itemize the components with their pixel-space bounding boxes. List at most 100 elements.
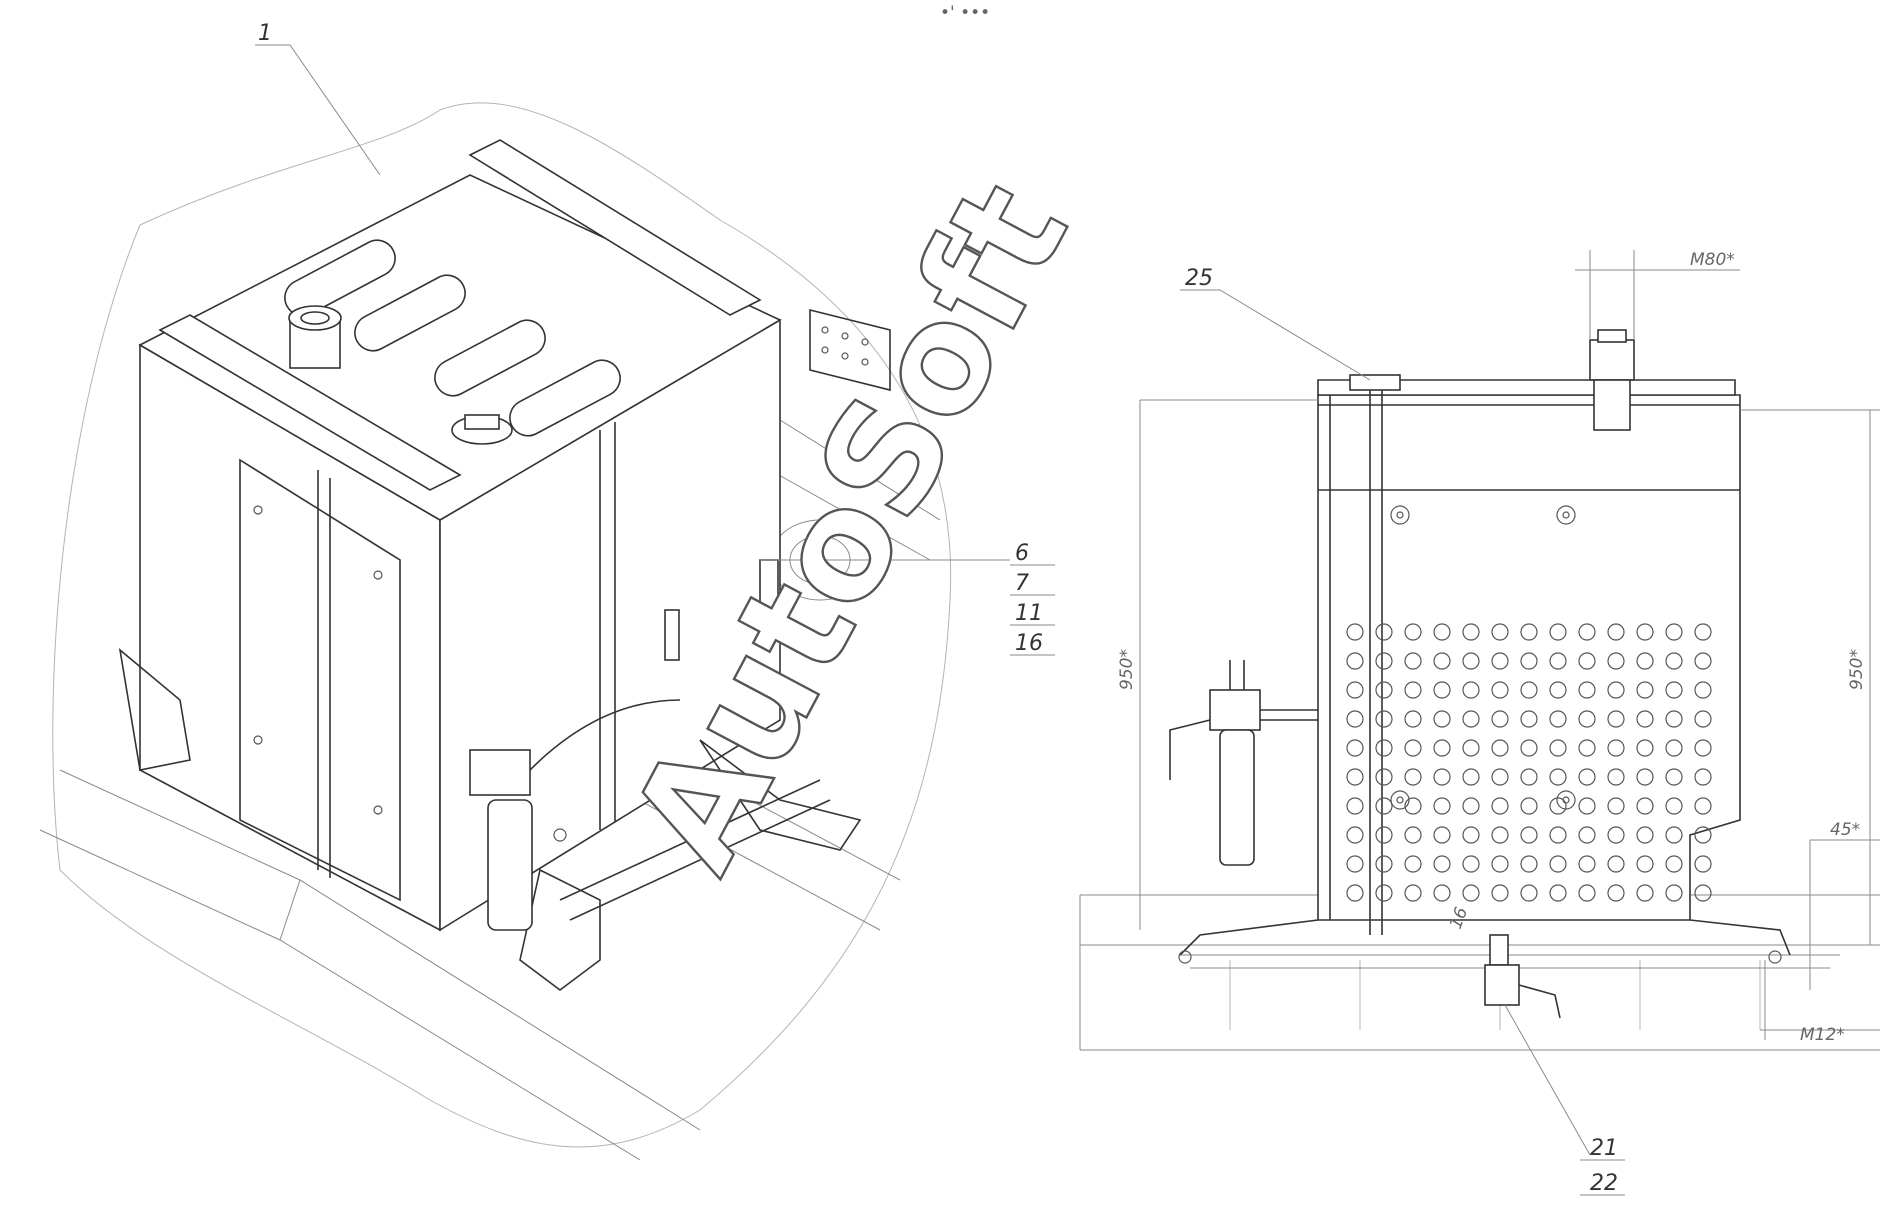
perforation-hole: [1491, 797, 1509, 815]
perforation-hole: [1520, 652, 1538, 670]
perforation-hole: [1578, 710, 1596, 728]
perforation-hole: [1462, 797, 1480, 815]
perforation-hole: [1404, 710, 1422, 728]
callout-21-22: 21 22: [1504, 1004, 1625, 1196]
perforation-hole: [1607, 652, 1625, 670]
callout-6-label: 6: [1015, 541, 1029, 566]
perforation-hole: [1694, 826, 1712, 844]
perforation-hole: [1636, 884, 1654, 902]
dimension-offset: 45*: [1809, 820, 1880, 990]
perforation-hole: [1520, 826, 1538, 844]
perforation-hole: [1549, 710, 1567, 728]
callout-22-label: 22: [1590, 1171, 1618, 1196]
perforation-hole: [1375, 855, 1393, 873]
perforation-hole: [1665, 681, 1683, 699]
perforation-hole: [1433, 681, 1451, 699]
perforation-hole: [1578, 681, 1596, 699]
mounting-plate: [809, 308, 891, 392]
perforation-hole: [1636, 681, 1654, 699]
perforation-hole: [1607, 710, 1625, 728]
perforation-hole: [1520, 797, 1538, 815]
perforation-hole: [1433, 797, 1451, 815]
perforation-hole: [1520, 855, 1538, 873]
perforation-hole: [1665, 623, 1683, 641]
perforation-hole: [1375, 797, 1393, 815]
perforation-hole: [1404, 797, 1422, 815]
perforation-hole: [1578, 739, 1596, 757]
perforation-hole: [1404, 855, 1422, 873]
perforation-hole: [1433, 768, 1451, 786]
perforation-hole: [1462, 826, 1480, 844]
perforation-hole: [1404, 681, 1422, 699]
tank-top: [138, 174, 782, 521]
perforation-hole: [1404, 652, 1422, 670]
perforation-hole: [1462, 710, 1480, 728]
perforation-hole: [1491, 710, 1509, 728]
dim-left-height-label: 950*: [1117, 649, 1137, 690]
bottom-brackets: [118, 648, 862, 991]
callout-1-label: 1: [258, 21, 272, 46]
vent-tube: [317, 470, 331, 878]
perforation-hole: [1549, 623, 1567, 641]
perforation-hole: [1549, 884, 1567, 902]
perforation-hole: [1491, 884, 1509, 902]
perforation-hole: [1665, 710, 1683, 728]
dimension-top-thread: M80*: [1575, 250, 1740, 340]
perforation-hole: [1346, 855, 1364, 873]
callout-stack: 6 7 11 16: [760, 541, 1055, 656]
perforation-hole: [1694, 797, 1712, 815]
perforation-hole: [1665, 797, 1683, 815]
perforation-hole: [1578, 826, 1596, 844]
perforation-hole: [1520, 884, 1538, 902]
perforation-hole: [1346, 681, 1364, 699]
perforation-hole: [1520, 768, 1538, 786]
perforation-hole: [1636, 739, 1654, 757]
perforation-hole: [1433, 739, 1451, 757]
perforation-hole: [1491, 623, 1509, 641]
fuel-filter: [469, 699, 681, 931]
perforation-hole: [1636, 855, 1654, 873]
dim-right-height-label: 950*: [1847, 649, 1867, 690]
perforation-hole: [1520, 739, 1538, 757]
perforation-hole: [1665, 884, 1683, 902]
perforation-hole: [1665, 826, 1683, 844]
perforation-hole: [1433, 623, 1451, 641]
perforation-hole: [1520, 710, 1538, 728]
header-mark: •' •••: [940, 3, 990, 23]
perforation-hole: [1636, 710, 1654, 728]
perforation-hole: [1578, 797, 1596, 815]
perforation-hole: [1636, 652, 1654, 670]
perforation-hole: [1491, 681, 1509, 699]
perforation-hole: [1491, 652, 1509, 670]
perforation-hole: [1607, 826, 1625, 844]
perforation-hole: [1346, 797, 1364, 815]
callout-11-label: 11: [1015, 601, 1043, 626]
dim-bottom-thread-label: M12*: [1800, 1025, 1845, 1045]
perforation-hole: [1549, 681, 1567, 699]
side-fuel-filter: [1169, 660, 1318, 866]
dim-offset-label: 45*: [1830, 820, 1860, 840]
perforation-hole: [1694, 884, 1712, 902]
perforation-hole: [1375, 884, 1393, 902]
perforation-hole: [1346, 768, 1364, 786]
dimension-right-height: 950*: [1740, 409, 1880, 945]
perforation-hole: [1491, 855, 1509, 873]
perforation-hole: [1375, 623, 1393, 641]
perforation-hole: [1549, 739, 1567, 757]
perforation-hole: [1346, 710, 1364, 728]
perforation-hole: [1694, 739, 1712, 757]
perforation-hole: [1375, 739, 1393, 757]
perforation-hole: [1462, 623, 1480, 641]
perforation-hole: [1491, 768, 1509, 786]
perforation-hole: [1578, 652, 1596, 670]
callout-1: 1: [255, 21, 381, 176]
perforation-hole: [1665, 652, 1683, 670]
perforation-hole: [1665, 855, 1683, 873]
perforation-hole: [1549, 652, 1567, 670]
perforation-hole: [1578, 855, 1596, 873]
perforation-hole: [1636, 768, 1654, 786]
perforation-hole: [1462, 652, 1480, 670]
perforation-hole: [1694, 623, 1712, 641]
top-openings: [284, 239, 621, 437]
